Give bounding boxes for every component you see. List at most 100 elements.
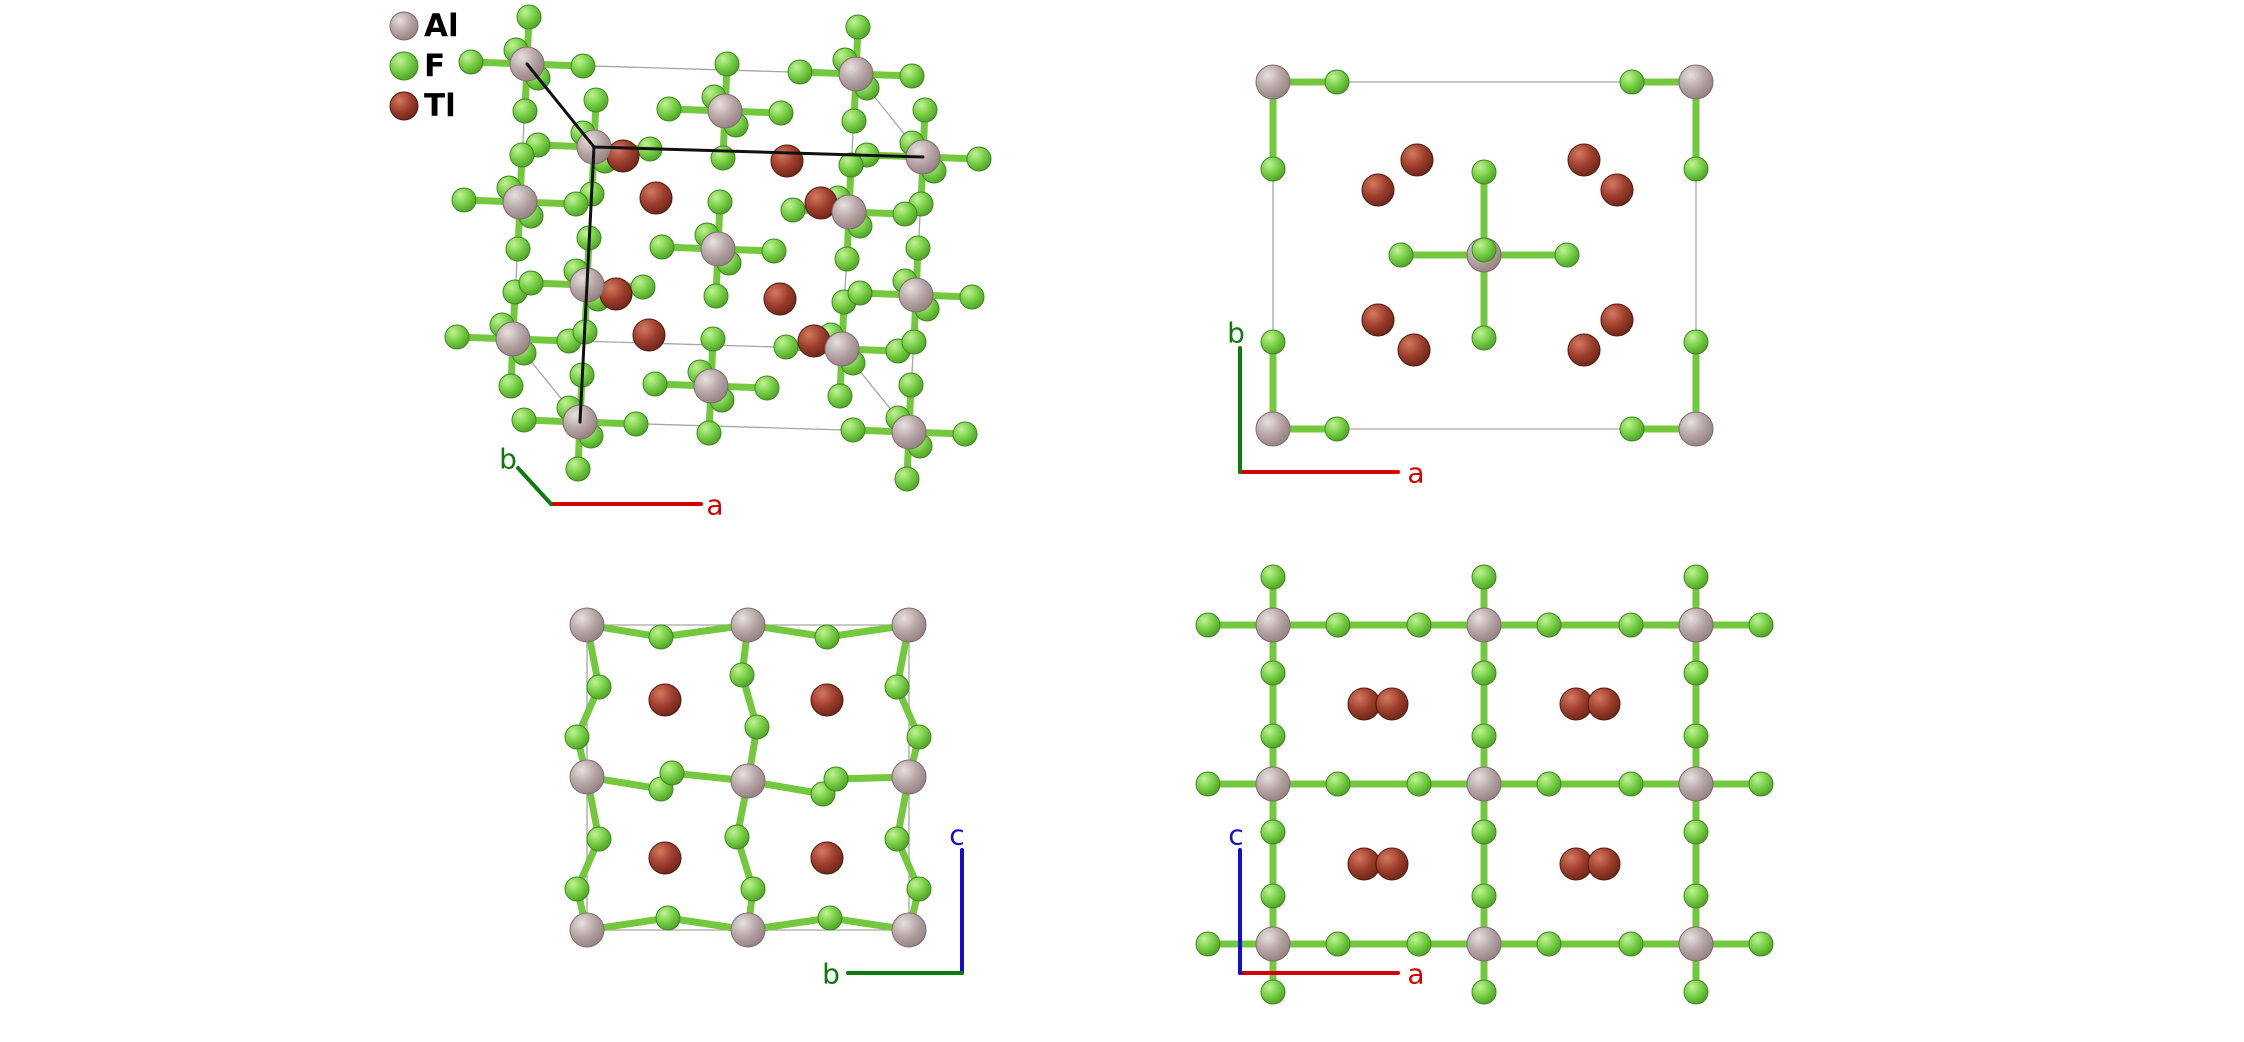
atom-f bbox=[1406, 612, 1432, 638]
axis-label-a: a bbox=[1407, 457, 1424, 490]
atom-f bbox=[649, 234, 675, 260]
atom-f bbox=[1471, 883, 1497, 909]
atom-f bbox=[1325, 771, 1351, 797]
atom-f bbox=[700, 326, 726, 352]
atom-f bbox=[1683, 723, 1709, 749]
atom-f bbox=[1683, 979, 1709, 1005]
atom-f bbox=[1683, 819, 1709, 845]
atom-f bbox=[1471, 159, 1497, 185]
atom-f bbox=[516, 4, 542, 30]
atom-al bbox=[569, 607, 605, 643]
atom-f bbox=[906, 724, 932, 750]
atom-f bbox=[959, 284, 985, 310]
axis-label-a: a bbox=[706, 489, 723, 522]
cell-vector bbox=[592, 145, 925, 159]
atom-al bbox=[730, 607, 766, 643]
atom-f bbox=[512, 98, 538, 124]
panel-along-c: ab bbox=[1227, 64, 1714, 490]
atom-al bbox=[700, 231, 736, 267]
atom-f bbox=[1619, 416, 1645, 442]
atom-tl bbox=[1397, 333, 1431, 367]
axis-b-line bbox=[516, 466, 553, 506]
atom-f bbox=[1748, 931, 1774, 957]
atom-f bbox=[648, 624, 674, 650]
atom-f bbox=[570, 53, 596, 79]
atom-f bbox=[444, 324, 470, 350]
atom-f bbox=[1748, 771, 1774, 797]
atom-f bbox=[838, 152, 864, 178]
atom-tl bbox=[1559, 687, 1593, 721]
atom-f bbox=[1195, 612, 1221, 638]
cell-vector bbox=[578, 145, 596, 424]
atom-f bbox=[1471, 660, 1497, 686]
atom-f bbox=[898, 372, 924, 398]
atom-f bbox=[1554, 242, 1580, 268]
atom-al bbox=[569, 759, 605, 795]
atom-f bbox=[1618, 771, 1644, 797]
atom-f bbox=[1683, 564, 1709, 590]
atom-f bbox=[1748, 612, 1774, 638]
atom-f bbox=[817, 905, 843, 931]
atom-f bbox=[1471, 237, 1497, 263]
atom-f bbox=[901, 329, 927, 355]
atom-tl bbox=[639, 181, 673, 215]
atom-f bbox=[823, 766, 849, 792]
atom-f bbox=[966, 146, 992, 172]
atom-f bbox=[892, 201, 918, 227]
atom-f bbox=[630, 274, 656, 300]
atom-f bbox=[841, 108, 867, 134]
atom-f bbox=[586, 674, 612, 700]
atom-al bbox=[707, 93, 743, 129]
atom-al bbox=[1255, 607, 1291, 643]
axis-label-b: b bbox=[1227, 317, 1245, 350]
atom-al bbox=[693, 368, 729, 404]
atom-f bbox=[1471, 723, 1497, 749]
atom-al bbox=[1466, 607, 1502, 643]
legend-tl-label: Tl bbox=[424, 88, 456, 124]
atom-al bbox=[1255, 64, 1291, 100]
axis-label-b: b bbox=[499, 443, 517, 476]
atom-f bbox=[1619, 69, 1645, 95]
atom-f bbox=[724, 824, 750, 850]
atom-f bbox=[565, 456, 591, 482]
atom-f bbox=[583, 87, 609, 113]
atom-f bbox=[1536, 931, 1562, 957]
atom-f bbox=[564, 724, 590, 750]
legend-item-f: F bbox=[389, 48, 445, 84]
atom-f bbox=[1471, 979, 1497, 1005]
atom-f bbox=[814, 624, 840, 650]
atom-f bbox=[498, 373, 524, 399]
atom-f bbox=[899, 63, 925, 89]
atom-al bbox=[1678, 411, 1714, 447]
atom-f bbox=[656, 96, 682, 122]
atom-f bbox=[884, 674, 910, 700]
atom-f bbox=[1683, 329, 1709, 355]
atom-f bbox=[451, 187, 477, 213]
legend-al-label: Al bbox=[424, 8, 459, 44]
atom-f bbox=[1536, 612, 1562, 638]
atom-al bbox=[1678, 607, 1714, 643]
atom-f bbox=[1618, 612, 1644, 638]
atom-f bbox=[894, 466, 920, 492]
atom-f bbox=[703, 283, 729, 309]
atom-tl bbox=[1567, 333, 1601, 367]
atom-f bbox=[905, 235, 931, 261]
atom-al bbox=[891, 607, 927, 643]
atom-tl bbox=[1361, 303, 1395, 337]
atom-f bbox=[912, 97, 938, 123]
legend-item-al: Al bbox=[389, 8, 459, 44]
atom-f bbox=[773, 334, 799, 360]
atom-f bbox=[1683, 883, 1709, 909]
cell-vector bbox=[525, 62, 596, 149]
atom-al bbox=[1678, 64, 1714, 100]
atom-al bbox=[730, 912, 766, 948]
atom-f bbox=[840, 417, 866, 443]
atom-f bbox=[1683, 156, 1709, 182]
atom-f bbox=[623, 411, 649, 437]
atom-tl bbox=[1567, 143, 1601, 177]
atom-f bbox=[1195, 771, 1221, 797]
atom-al bbox=[495, 321, 531, 357]
atom-f bbox=[1618, 931, 1644, 957]
